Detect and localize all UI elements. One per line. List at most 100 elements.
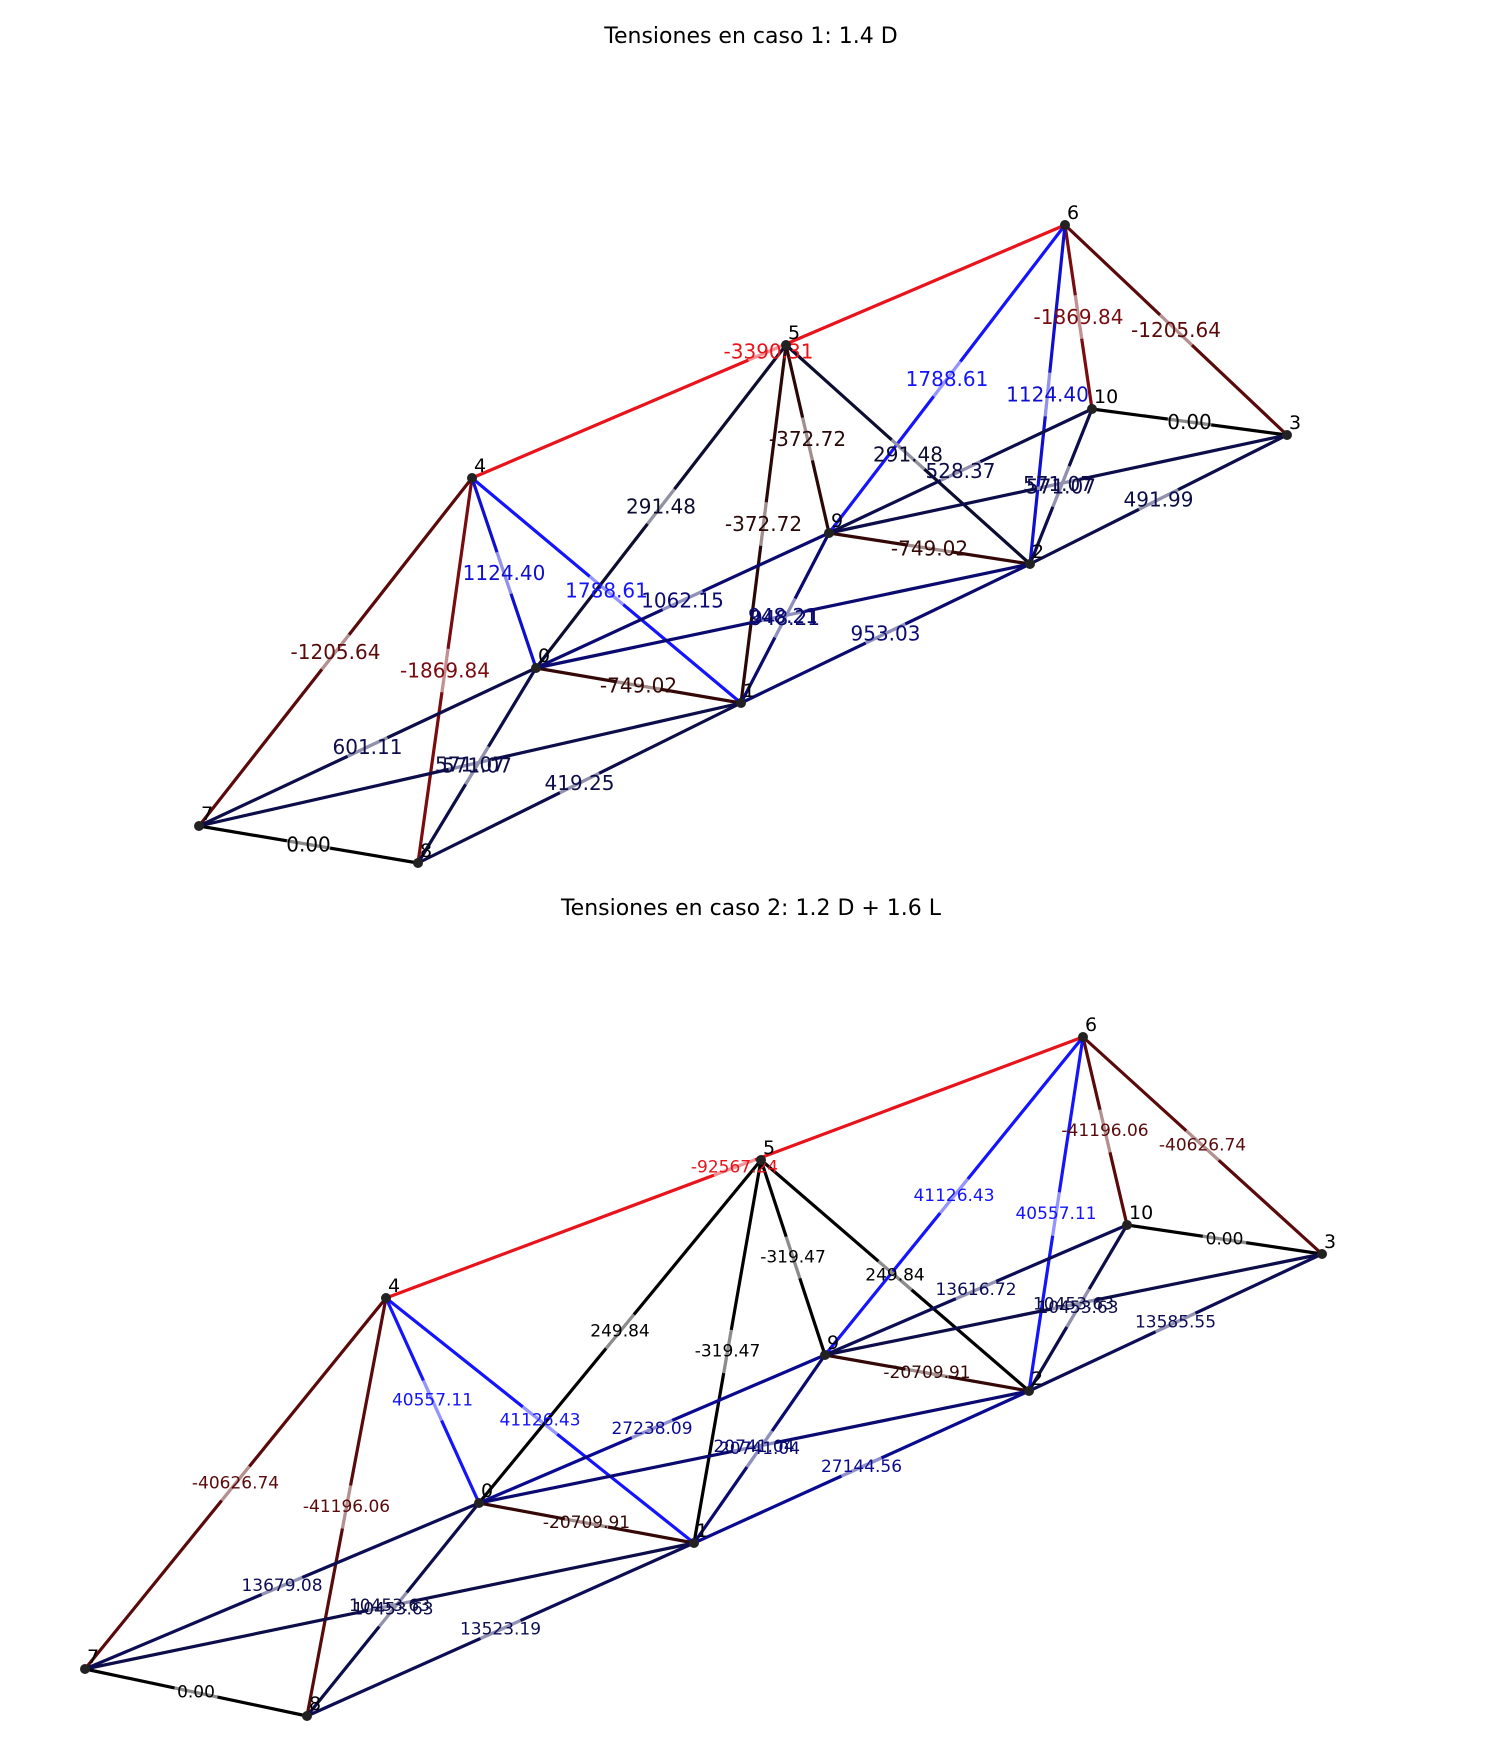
- node-number-label: 3: [1324, 1231, 1336, 1253]
- member-label-highlight: [286, 839, 331, 850]
- member-force-label: 1062.15: [641, 589, 724, 613]
- member-label-highlight: [1154, 1311, 1197, 1334]
- member-label-highlight: [174, 1686, 218, 1699]
- member-label-highlight: [340, 1485, 353, 1529]
- node-number-label: 8: [309, 1693, 321, 1715]
- member-force-label: 291.48: [626, 495, 696, 519]
- member-force-label: -40626.74: [1159, 1136, 1246, 1156]
- truss-node-0: [474, 1498, 484, 1508]
- truss-node-0: [531, 663, 541, 673]
- member-force-label: 1788.61: [906, 367, 989, 391]
- member-force-label: 571.07: [1026, 475, 1096, 499]
- member-force-label: 953.03: [851, 622, 921, 646]
- member-label-highlight: [604, 1313, 636, 1350]
- node-number-label: 10: [1094, 386, 1118, 408]
- member-label-highlight: [932, 360, 962, 398]
- member-force-label: -20709.91: [543, 1513, 630, 1533]
- member-label-highlight: [907, 543, 952, 554]
- member-label-highlight: [346, 736, 389, 758]
- member-force-label: 948.21: [748, 604, 818, 628]
- truss-node-3: [1317, 1249, 1327, 1259]
- member-force-label: 41126.43: [499, 1411, 580, 1431]
- node-number-label: 6: [1085, 1014, 1097, 1036]
- member-label-highlight: [521, 1405, 559, 1436]
- truss-node-1: [689, 1538, 699, 1548]
- member-force-label: 249.84: [865, 1266, 924, 1286]
- member-label-highlight: [890, 438, 926, 471]
- member-force-label: -41196.06: [1061, 1121, 1148, 1141]
- member-force-label: 1124.40: [1006, 383, 1089, 407]
- member-force-label: 601.11: [333, 735, 403, 759]
- member-label-highlight: [440, 648, 450, 693]
- member-force-label: -372.72: [769, 427, 846, 451]
- truss-node-5: [756, 1155, 766, 1165]
- member-force-label: 13679.08: [241, 1576, 322, 1596]
- truss-node-1: [736, 698, 746, 708]
- node-number-label: 8: [420, 840, 432, 862]
- diagram-2-title: Tensiones en caso 2: 1.2 D + 1.6 L: [560, 896, 942, 921]
- member-label-highlight: [1185, 1129, 1220, 1162]
- member-label-highlight: [559, 771, 600, 795]
- member-force-label: 0.00: [177, 1683, 215, 1703]
- node-number-label: 9: [827, 1332, 839, 1354]
- member-label-highlight: [495, 551, 513, 595]
- member-label-highlight: [864, 622, 907, 645]
- truss-node-7: [194, 821, 204, 831]
- member-force-label: -40626.74: [192, 1474, 279, 1494]
- truss-node-7: [80, 1664, 90, 1674]
- member-label-highlight: [800, 417, 815, 461]
- member-label-highlight: [479, 1618, 522, 1641]
- truss-node-8: [302, 1711, 312, 1721]
- member-label-highlight: [448, 757, 492, 772]
- member-label-highlight: [1051, 1191, 1061, 1237]
- node-number-label: 5: [763, 1137, 775, 1159]
- member-label-highlight: [1158, 313, 1194, 347]
- member-label-highlight: [1098, 1109, 1112, 1153]
- member-label-highlight: [939, 460, 982, 482]
- member-label-highlight: [1138, 488, 1179, 511]
- truss-node-2: [1025, 559, 1035, 569]
- member-label-highlight: [759, 501, 768, 547]
- member-force-label: 40557.11: [1015, 1204, 1096, 1224]
- node-number-label: 9: [831, 510, 843, 532]
- member-force-label: 10453.63: [1033, 1295, 1114, 1315]
- member-label-highlight: [1202, 1234, 1247, 1245]
- node-number-label: 4: [474, 455, 486, 477]
- member-force-label: -319.47: [695, 1342, 761, 1362]
- truss-diagram-1: -3390.31-1205.64-1205.64-1869.84-1869.84…: [194, 202, 1301, 868]
- member-force-label: 0.00: [1206, 1230, 1244, 1250]
- member-label-highlight: [261, 1575, 303, 1597]
- truss-node-10: [1122, 1220, 1132, 1230]
- node-number-label: 5: [788, 322, 800, 344]
- member-force-label: 528.37: [926, 459, 996, 483]
- member-label-highlight: [1065, 1288, 1091, 1328]
- member-force-label: 249.84: [590, 1322, 649, 1342]
- member-force-label: -1869.84: [1034, 305, 1124, 329]
- member-label-highlight: [564, 1517, 609, 1529]
- member-label-highlight: [938, 1177, 970, 1215]
- truss-node-8: [413, 858, 423, 868]
- node-number-label: 2: [1031, 1368, 1043, 1390]
- member-label-highlight: [421, 1379, 444, 1422]
- member-force-label: 419.25: [545, 771, 615, 795]
- truss-node-6: [1078, 1032, 1088, 1042]
- member-force-label: 13523.19: [460, 1620, 541, 1640]
- node-number-label: 0: [481, 1480, 493, 1502]
- member-label-highlight: [877, 1259, 913, 1292]
- member-force-label: 571.07: [435, 753, 505, 777]
- member-label-highlight: [713, 1158, 756, 1177]
- node-number-label: 2: [1032, 541, 1044, 563]
- member-force-label: -749.02: [600, 674, 677, 698]
- member-label-highlight: [377, 1591, 409, 1628]
- member-force-label: 0.00: [1167, 410, 1212, 434]
- truss-diagram-2: -92567.24-40626.74-40626.74-41196.06-411…: [80, 1014, 1336, 1721]
- member-force-label: 0.00: [286, 833, 331, 857]
- node-number-label: 7: [201, 803, 213, 825]
- member-label-highlight: [616, 680, 661, 691]
- member-label-highlight: [367, 1599, 412, 1613]
- member-force-label: 20741.04: [719, 1439, 800, 1459]
- member-force-label: -372.72: [725, 512, 802, 536]
- member-label-highlight: [220, 1465, 251, 1502]
- truss-node-4: [381, 1293, 391, 1303]
- member-force-label: 27144.56: [821, 1457, 902, 1477]
